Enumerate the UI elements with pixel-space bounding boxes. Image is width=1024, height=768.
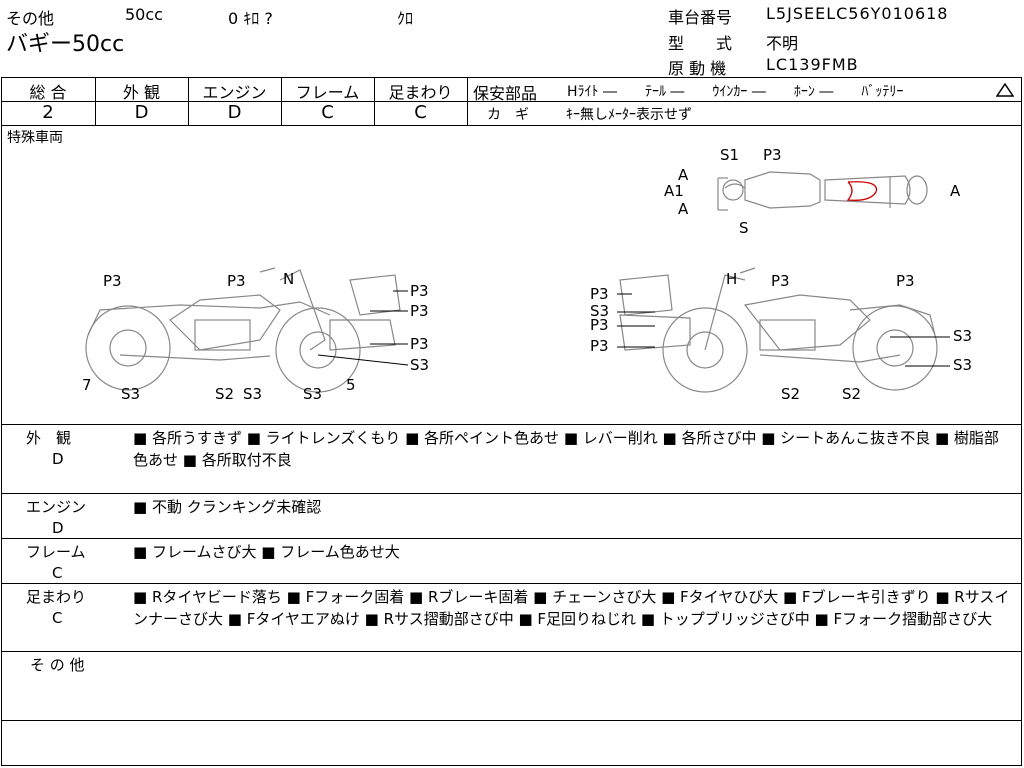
- diag-label: P3: [590, 337, 609, 355]
- section-text-suspension: ■ Rタイヤビード落ち ■ Fフォーク固着 ■ Rブレーキ固着 ■ チェーンさび…: [133, 588, 1010, 628]
- diag-label: A: [678, 166, 689, 184]
- diag-label: S3: [410, 356, 429, 374]
- key-value: ｷｰ無しﾒｰﾀｰ表示せず: [566, 107, 692, 123]
- diag-label: N: [283, 270, 294, 288]
- section-label-suspension: 足まわり: [26, 588, 87, 606]
- type-value: 不明: [766, 34, 799, 53]
- section-divider: [1, 583, 1022, 584]
- diag-label: P3: [410, 302, 429, 320]
- diag-label: S1: [720, 146, 739, 164]
- diag-label: S2: [215, 385, 234, 403]
- grade-bottom: [1, 125, 1022, 126]
- diag-label: P3: [103, 272, 122, 290]
- diag-label: S3: [953, 356, 972, 374]
- category-label: その他: [6, 9, 55, 28]
- diag-label: S3: [121, 385, 140, 403]
- diag-label: S3: [303, 385, 322, 403]
- section-divider: [1, 424, 1022, 425]
- diag-label: H: [726, 270, 737, 288]
- grade-col-line: [281, 77, 282, 125]
- grade-col-line: [374, 77, 375, 125]
- diag-label: A: [678, 200, 689, 218]
- diag-label: A: [950, 182, 961, 200]
- diag-label: P3: [227, 272, 246, 290]
- grade-col-line: [188, 77, 189, 125]
- sheet-frame: [1, 77, 1022, 766]
- grade-value-exterior: D: [134, 102, 149, 123]
- grade-col-line: [467, 77, 468, 125]
- grade-value-engine: D: [227, 102, 242, 123]
- section-divider: [1, 493, 1022, 494]
- mileage: 0 ｷﾛ ?: [228, 9, 273, 28]
- diag-label: 7: [82, 376, 92, 394]
- section-grade-engine: D: [52, 519, 64, 537]
- diag-label: S3: [243, 385, 262, 403]
- diag-label: S3: [590, 302, 609, 320]
- section-grade-exterior: D: [52, 450, 64, 468]
- grade-value-suspension: C: [414, 102, 427, 123]
- diag-label: A1: [664, 182, 684, 200]
- frame-no: L5JSEELC56Y010618: [766, 4, 949, 23]
- grade-header-suspension: 足まわり: [388, 83, 453, 102]
- model-name: バギー50cc: [6, 32, 125, 57]
- diag-label: P3: [410, 282, 429, 300]
- color: ｸﾛ: [397, 9, 414, 28]
- section-label-exterior: 外 観: [26, 429, 72, 447]
- diag-label: 5: [346, 376, 356, 394]
- section-grade-frame: C: [52, 564, 63, 582]
- diag-label: P3: [590, 316, 609, 334]
- grade-divider: [1, 101, 467, 102]
- diag-label: P3: [771, 272, 790, 290]
- safety-divider: [467, 101, 1022, 102]
- section-text-engine: ■ 不動 クランキング未確認: [133, 498, 322, 516]
- engine-label: 原 動 機: [668, 59, 727, 78]
- diag-label: P3: [410, 335, 429, 353]
- diag-label: S2: [842, 385, 861, 403]
- diag-label: S: [739, 219, 749, 237]
- grade-col-line: [95, 77, 96, 125]
- diag-label: P3: [763, 146, 782, 164]
- grade-header-frame: フレーム: [295, 83, 360, 102]
- vehicle-damage-diagram: A A1 A S1 P3 S A P3 P3 N P3 P3 P3 S3 7 S…: [82, 146, 972, 403]
- safety-items: Hﾗｲﾄ ― ﾃｰﾙ ― ｳｲﾝｶｰ ― ﾎｰﾝ ― ﾊﾞｯﾃﾘｰ: [567, 84, 904, 100]
- section-grade-suspension: C: [52, 609, 63, 627]
- type-label: 型 式: [668, 34, 733, 53]
- diag-label: S3: [953, 327, 972, 345]
- displacement: 50cc: [125, 5, 163, 24]
- battery-triangle-icon: [996, 83, 1014, 97]
- key-label: カ ギ: [487, 107, 529, 123]
- grade-header-overall: 総 合: [29, 83, 67, 102]
- section-text-exterior: ■ 各所うすきず ■ ライトレンズくもり ■ 各所ペイント色あせ ■ レバー削れ…: [133, 429, 999, 469]
- section-label-other: そ の 他: [30, 656, 85, 674]
- section-label-frame: フレーム: [26, 543, 86, 561]
- grade-header-exterior: 外 観: [122, 83, 161, 102]
- diag-label: S2: [781, 385, 800, 403]
- grade-value-frame: C: [321, 102, 334, 123]
- frame-no-label: 車台番号: [668, 8, 733, 27]
- section-divider: [1, 538, 1022, 539]
- engine-value: LC139FMB: [766, 55, 859, 74]
- diag-label: P3: [590, 285, 609, 303]
- section-label-engine: エンジン: [26, 498, 87, 516]
- section-divider: [1, 651, 1022, 652]
- section-text-frame: ■ フレームさび大 ■ フレーム色あせ大: [133, 543, 400, 561]
- diag-label: P3: [896, 272, 915, 290]
- section-divider: [1, 720, 1022, 721]
- grade-value-overall: 2: [42, 102, 54, 123]
- diagram-title: 特殊車両: [7, 130, 63, 146]
- safety-label: 保安部品: [473, 84, 538, 103]
- grade-header-engine: エンジン: [202, 83, 267, 102]
